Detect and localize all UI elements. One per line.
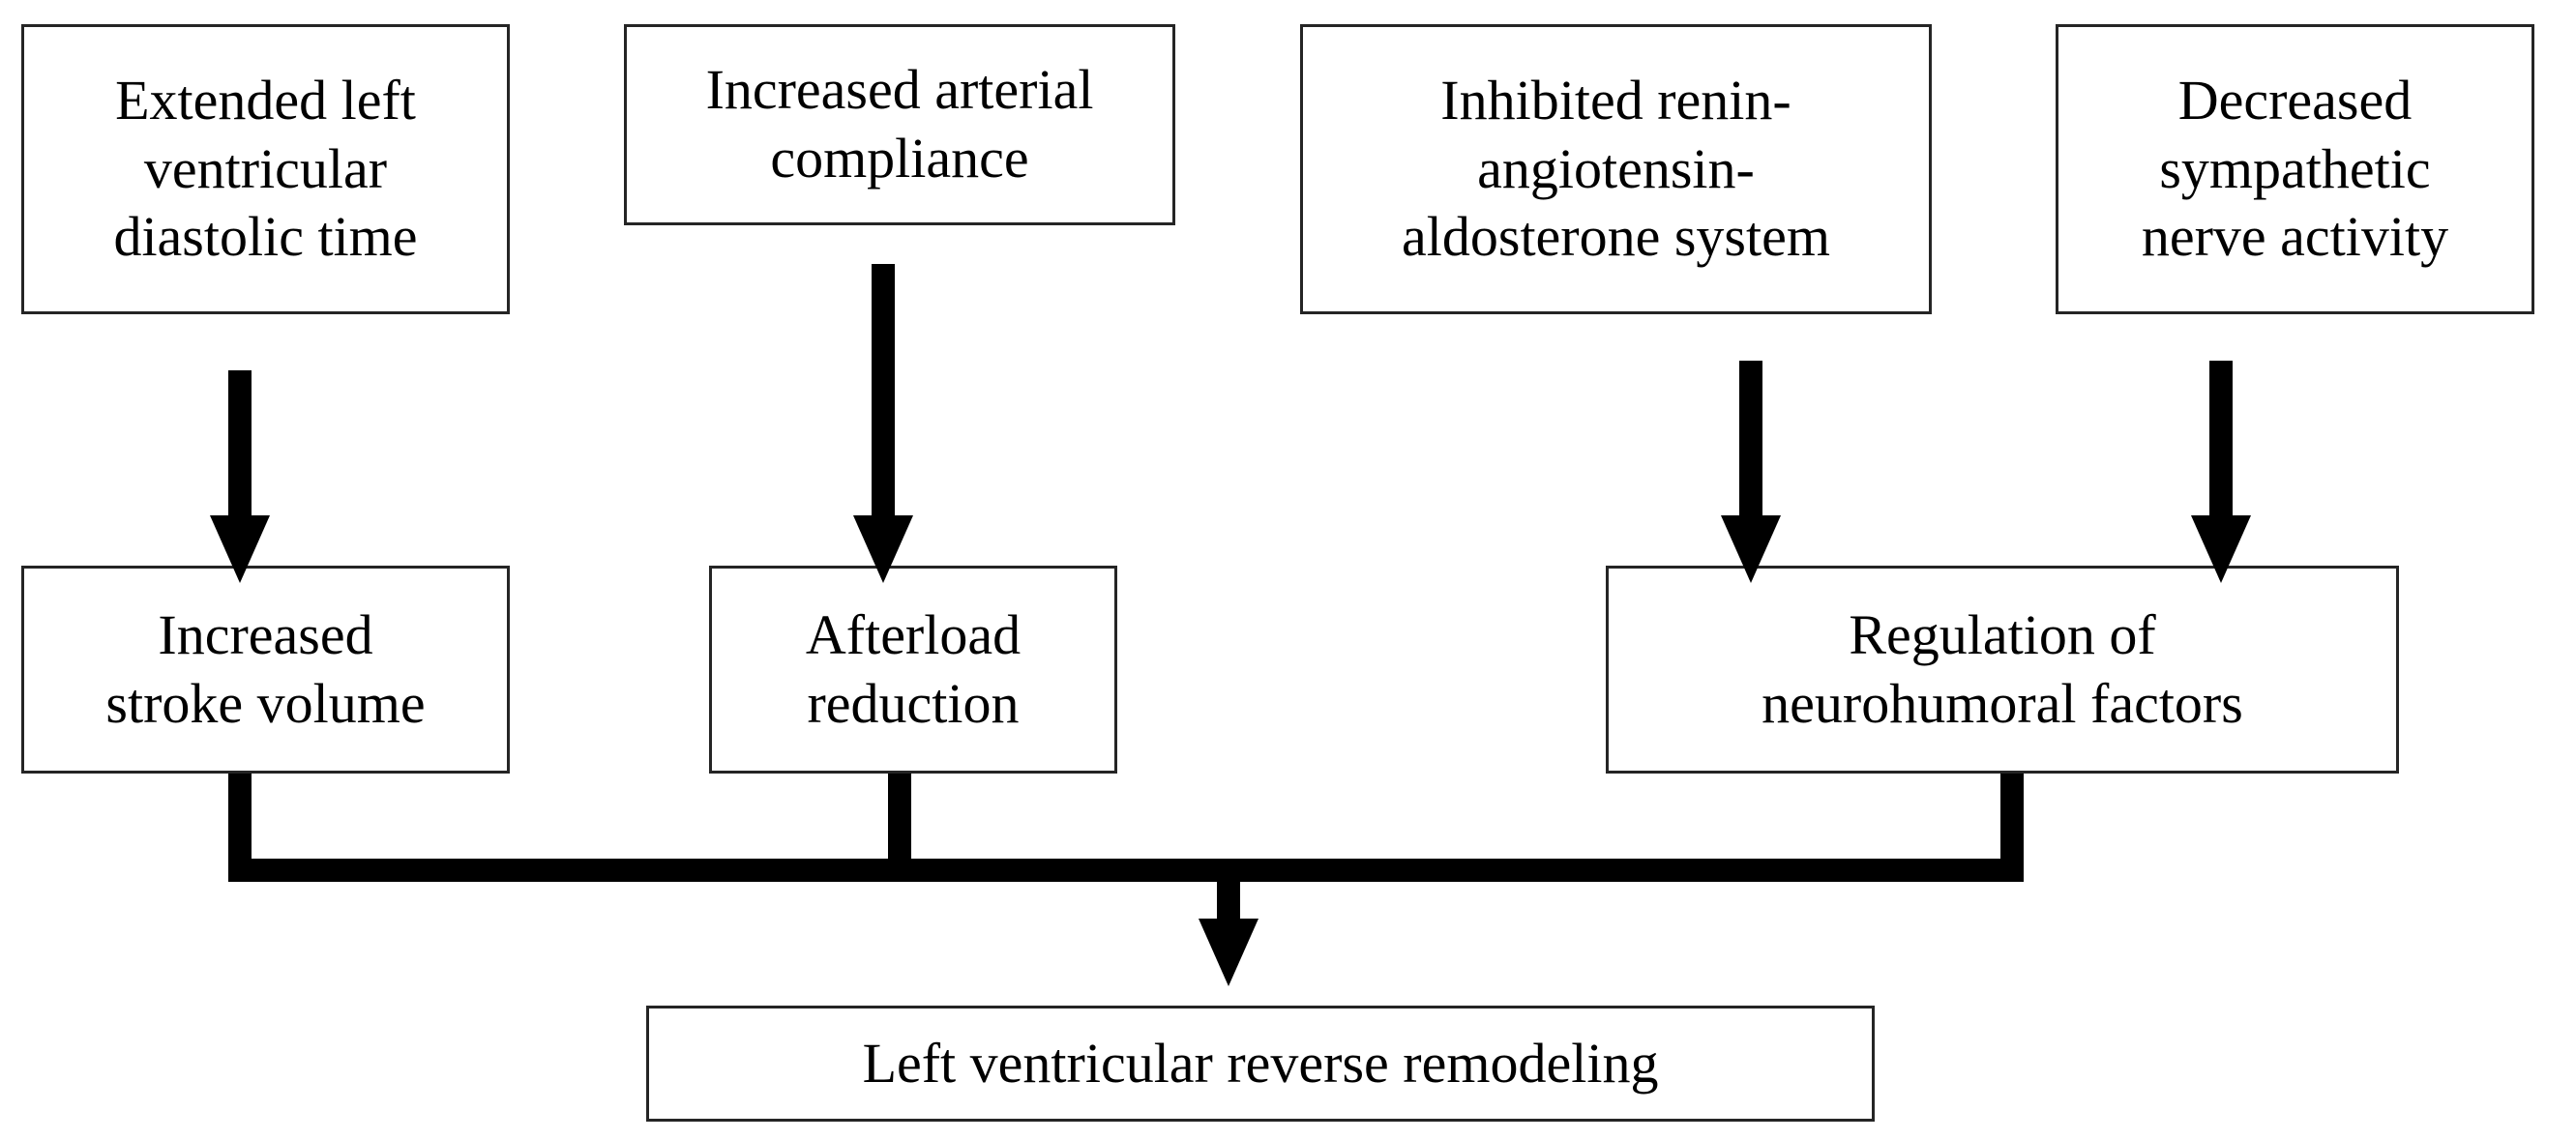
arrow-down-icon-sympathetic-to-neurohumoral (2191, 361, 2251, 583)
merge-bus-arrow-icon-to-reverse-remodeling (228, 774, 2024, 986)
node-afterload-reduction: Afterload reduction (709, 566, 1117, 774)
node-increased-stroke-volume: Increased stroke volume (21, 566, 510, 774)
node-inhibited-renin-angiotensin-aldosterone-system: Inhibited renin- angiotensin- aldosteron… (1300, 24, 1932, 314)
node-decreased-sympathetic-nerve-activity: Decreased sympathetic nerve activity (2056, 24, 2534, 314)
node-increased-arterial-compliance: Increased arterial compliance (624, 24, 1175, 225)
node-extended-lv-diastolic-time: Extended left ventricular diastolic time (21, 24, 510, 314)
node-left-ventricular-reverse-remodeling: Left ventricular reverse remodeling (646, 1006, 1875, 1122)
arrow-down-icon-compliance-to-afterload (853, 264, 913, 583)
arrow-down-icon-raas-to-neurohumoral (1721, 361, 1781, 583)
arrow-down-icon-extended-to-stroke-volume (210, 370, 270, 583)
node-regulation-of-neurohumoral-factors: Regulation of neurohumoral factors (1606, 566, 2399, 774)
